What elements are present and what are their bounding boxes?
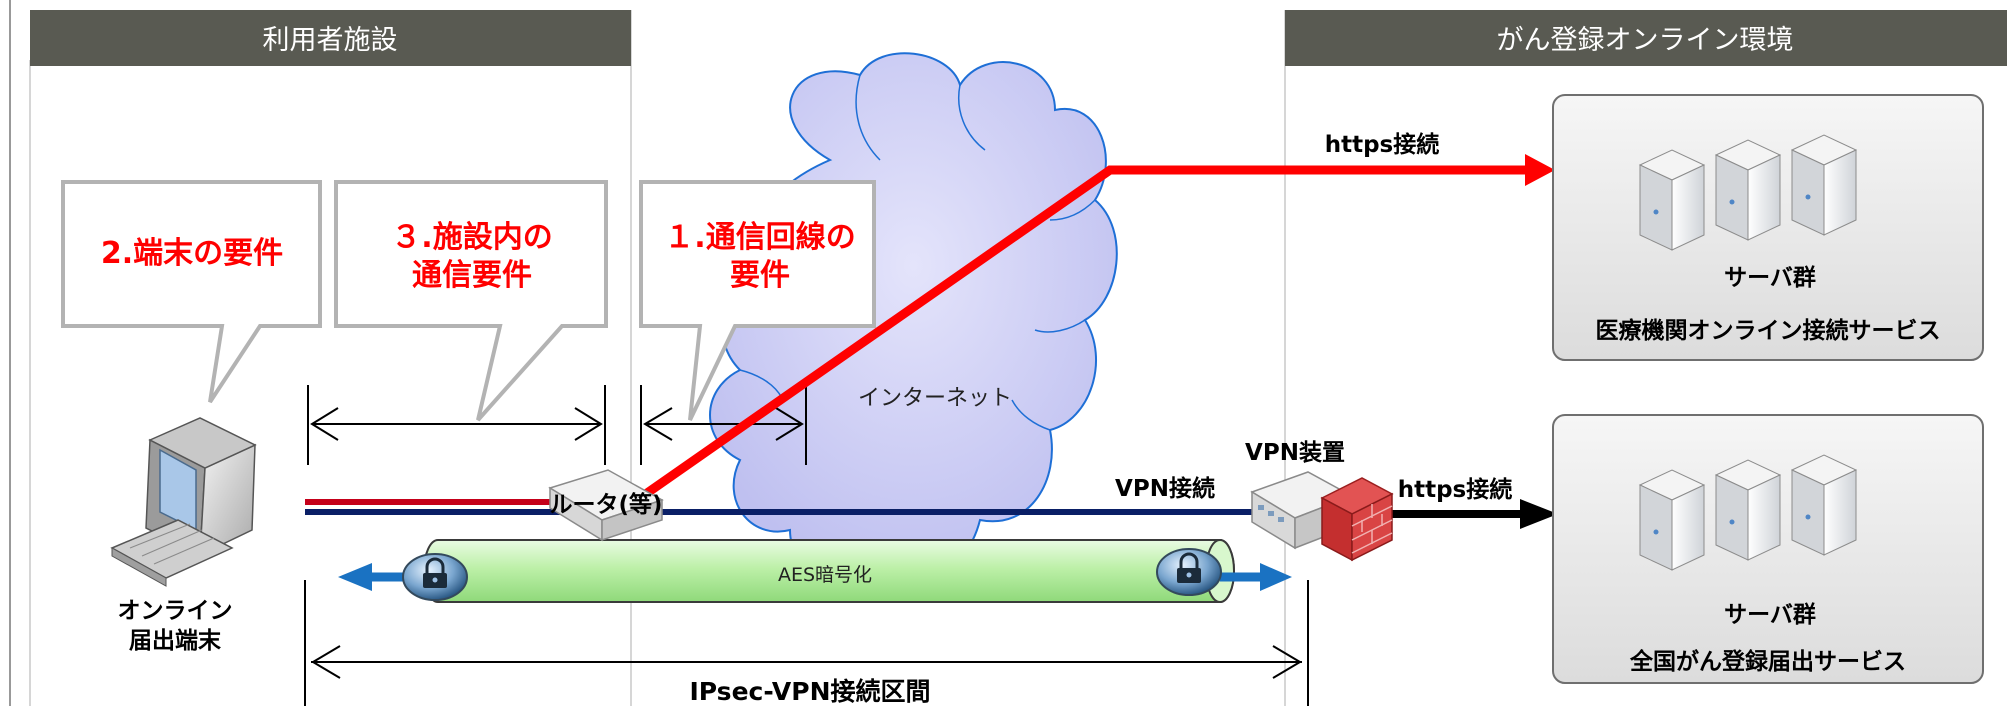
terminal-label-line1: オンライン [118,598,233,624]
callout-terminal-requirements: 2.端末の要件 [61,180,322,404]
environment-header-title: がん登録オンライン環境 [1497,25,1794,56]
server-rack-icon [1638,149,1706,251]
server-panel-top: サーバ群 医療機関オンライン接続サービス [1552,94,1984,361]
span-line [640,385,807,465]
server-rack-icon [1638,469,1706,571]
ipsec-range-label: IPsec-VPN接続区間 [690,677,931,706]
server-rack-icon [1790,134,1858,236]
callout-terminal-text: 2.端末の要件 [101,236,283,271]
vpn-device-label: VPN装置 [1245,440,1345,466]
callout-facility-line1: ３.施設内の [391,220,552,255]
internet-label: インターネット [858,386,1012,411]
callout-facility-line2: 通信要件 [412,258,532,293]
https-bottom-label: https接続 [1398,476,1513,503]
https-top-label: https接続 [1325,131,1440,158]
server-service-label-bottom: 全国がん登録届出サービス [1629,648,1906,675]
callout-line-line2: 要件 [730,258,790,293]
computer-terminal-icon [110,417,257,587]
callout-facility-network-requirements: ３.施設内の 通信要件 [334,180,608,422]
span-facility-internal [307,385,606,465]
server-rack-icon [1714,459,1782,561]
server-service-label-top: 医療機関オンライン接続サービス [1596,317,1941,344]
facility-header: 利用者施設 [30,10,631,66]
router-icon [548,469,664,542]
facility-header-title: 利用者施設 [263,25,398,56]
vpn-connection-label: VPN接続 [1115,475,1215,502]
lock-icon [1156,548,1222,596]
server-group-label-top: サーバ群 [1724,264,1816,291]
aes-tunnel: AES暗号化 [423,539,1235,603]
firewall-icon [1320,477,1394,562]
server-panel-bottom: サーバ群 全国がん登録届出サービス [1552,414,1984,684]
callout-line-line1: １.通信回線の [664,220,855,255]
server-group-label-bottom: サーバ群 [1724,601,1816,628]
terminal-label-line2: 届出端末 [129,628,222,654]
span-ipsec-vpn [304,580,1309,706]
tunnel-arrow-left [338,563,405,591]
server-rack-icon [1790,454,1858,556]
tunnel-arrow-right [1220,563,1292,591]
server-rack-icon [1714,139,1782,241]
environment-header: がん登録オンライン環境 [1285,10,2007,66]
callout-line-requirements: １.通信回線の 要件 [639,180,876,421]
aes-label: AES暗号化 [778,564,872,586]
lock-icon [402,553,468,601]
network-lines [305,154,1558,529]
router-label: ルータ(等) [549,491,662,518]
